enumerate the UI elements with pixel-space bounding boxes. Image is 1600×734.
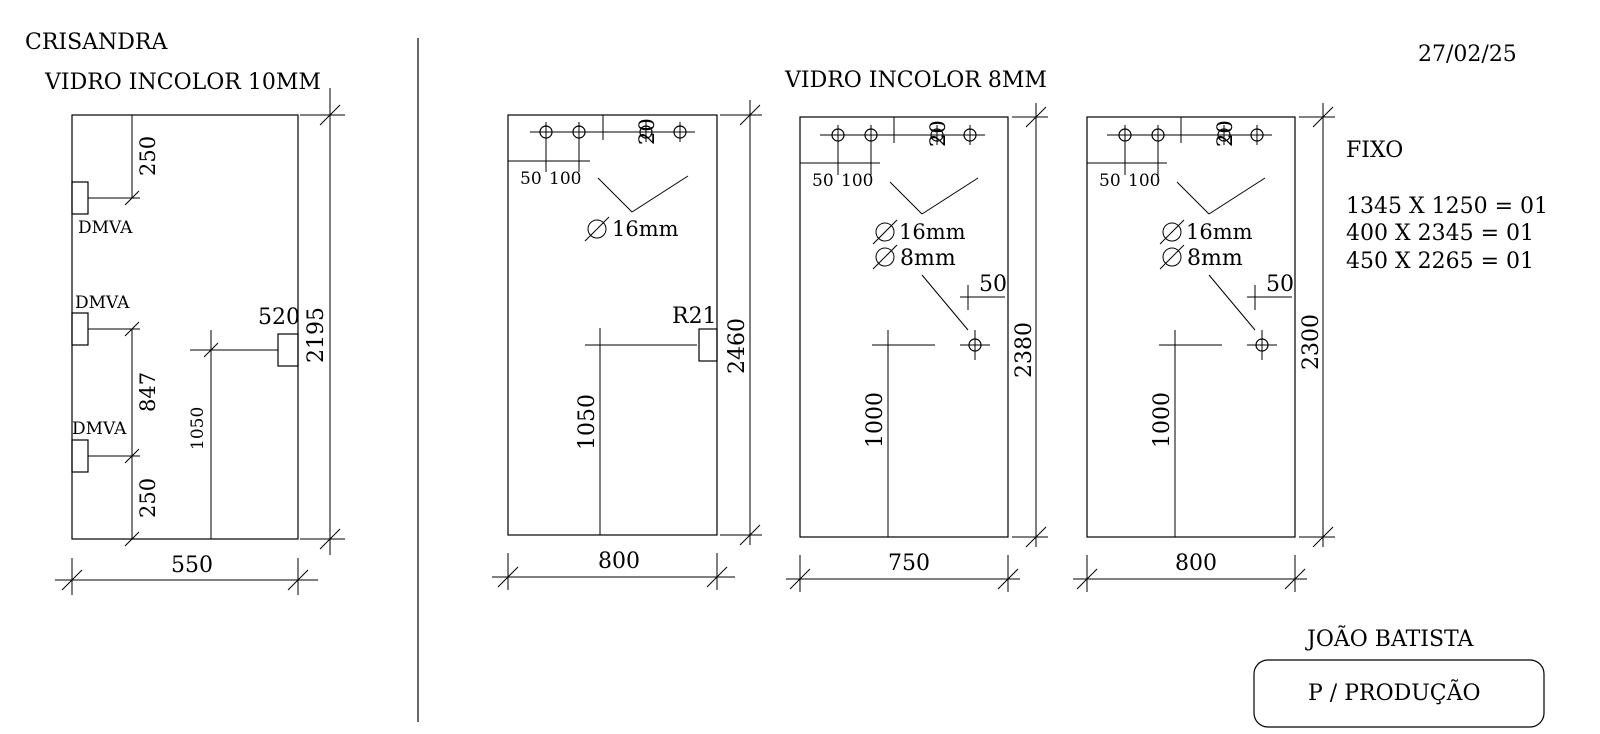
panel-3-outline — [1086, 116, 1296, 538]
panel-3-dim-20: 20 — [1213, 120, 1237, 147]
panel-1-dim-50: 50 — [520, 169, 542, 189]
glass-8mm-panel-3: 50 100 20 16mm 8mm 50 1000 2300 800 — [1073, 103, 1335, 592]
panel-1-notch — [698, 328, 718, 362]
panel-3-hole-offset: 50 — [1266, 272, 1294, 297]
handle-notch — [277, 333, 299, 367]
panel-2-dim-100: 100 — [841, 171, 873, 191]
panel-1-outline — [507, 114, 718, 536]
panel-2-hole-16mm: 16mm — [899, 220, 966, 244]
hinge-1 — [71, 181, 89, 215]
glass-10mm-title: VIDRO INCOLOR 10MM — [44, 70, 321, 95]
panel-1-height-dim: 2460 — [725, 318, 750, 374]
panel-2-diameter-8 — [875, 247, 895, 267]
fixo-item-1: 1345 X 1250 = 01 — [1346, 194, 1548, 219]
panel-1-dim-100: 100 — [549, 169, 581, 189]
hinge-3-label: DMVA — [72, 419, 127, 439]
panel-1-hole-height: 1050 — [575, 394, 600, 450]
panel-2-dim-50: 50 — [812, 171, 834, 191]
panel-2-diameter-16 — [875, 222, 895, 242]
hinge-3 — [71, 439, 89, 473]
dim-handle-offset: 520 — [258, 305, 300, 330]
panel-1-notch-r21: R21 — [672, 304, 717, 329]
panel-3-height-dim: 2300 — [1299, 314, 1324, 370]
glass-10mm-width-dim: 550 — [171, 553, 213, 578]
glass-10mm-panel: VIDRO INCOLOR 10MM 2195 550 DMVA DMVA DM… — [44, 70, 345, 595]
glass-8mm-title: VIDRO INCOLOR 8MM — [784, 68, 1047, 93]
panel-3-dim-50: 50 — [1099, 171, 1121, 191]
dim-top-250: 250 — [136, 136, 160, 176]
client-name: CRISANDRA — [25, 30, 169, 55]
fixo-title: FIXO — [1346, 138, 1403, 163]
panel-1-width-dim: 800 — [598, 549, 640, 574]
panel-3-diameter-16 — [1162, 222, 1182, 242]
panel-3-hole-height: 1000 — [1150, 392, 1175, 448]
fixo-item-3: 450 X 2265 = 01 — [1346, 249, 1534, 274]
hinge-2-label: DMVA — [75, 293, 130, 313]
fixo-item-2: 400 X 2345 = 01 — [1346, 221, 1534, 246]
hinge-2 — [71, 312, 89, 346]
dim-mid-847: 847 — [136, 372, 160, 412]
panel-3-hole-16mm: 16mm — [1186, 220, 1253, 244]
panel-2-height-dim: 2380 — [1012, 322, 1037, 378]
panel-3-diameter-8 — [1162, 247, 1182, 267]
panel-1-diameter-symbol — [587, 219, 607, 239]
dim-handle-height: 1050 — [188, 407, 208, 450]
panel-2-hole-offset: 50 — [979, 272, 1007, 297]
hinge-1-label: DMVA — [78, 218, 133, 238]
panel-3-hole-8mm: 8mm — [1187, 246, 1243, 271]
glass-8mm-panel-1: 50 100 20 16mm R21 1050 2460 800 — [492, 100, 762, 590]
glass-8mm-panel-2: 50 100 20 16mm 8mm 50 1000 2380 750 — [786, 103, 1048, 592]
author-name: JOÃO BATISTA — [1305, 624, 1475, 652]
panel-2-hole-8mm: 8mm — [900, 246, 956, 271]
panel-2-hole-height: 1000 — [863, 392, 888, 448]
production-stamp: P / PRODUÇÃO — [1308, 678, 1481, 706]
panel-1-dim-20: 20 — [635, 118, 659, 145]
dim-bottom-250: 250 — [136, 478, 160, 518]
glass-10mm-height-dim: 2195 — [304, 307, 329, 363]
production-stamp-box — [1253, 659, 1545, 728]
panel-2-width-dim: 750 — [888, 551, 930, 576]
panel-1-hole-16mm: 16mm — [612, 217, 679, 241]
panel-2-outline — [799, 116, 1009, 538]
panel-2-dim-20: 20 — [926, 120, 950, 147]
panel-3-dim-100: 100 — [1128, 171, 1160, 191]
drawing-date: 27/02/25 — [1418, 42, 1517, 67]
panel-3-width-dim: 800 — [1175, 551, 1217, 576]
